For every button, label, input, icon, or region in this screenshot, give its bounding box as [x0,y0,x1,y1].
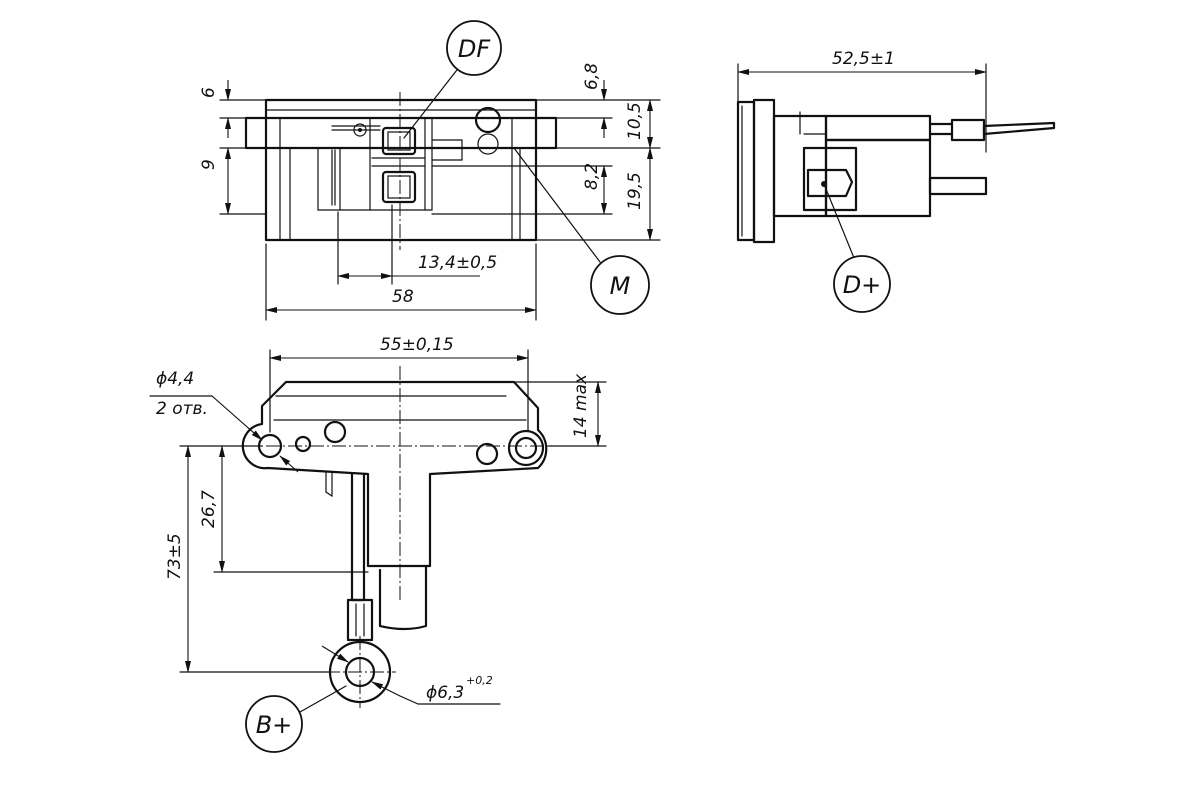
dim-terminal-tolerance: +0,2 [466,674,493,687]
dim-6-8: 6,8 [582,63,602,90]
callout-d-plus-bubble [833,255,891,313]
dim-26-7: 26,7 [199,490,219,528]
bottom-view [241,366,560,708]
callout-m-bubble [590,255,650,315]
dim-6: 6 [199,87,219,98]
callout-df: DF [458,35,491,63]
dim-9: 9 [199,159,219,170]
dim-10-5: 10,5 [625,102,645,140]
dim-52-5: 52,5±1 [832,49,895,69]
front-view-dimensions [225,80,661,321]
callout-b-plus: B+ [256,711,293,739]
bottom-view-dimensions [149,349,607,705]
dim-73: 73±5 [165,533,185,580]
callout-d-plus: D+ [843,271,882,299]
front-view [219,92,558,250]
callout-df-bubble [446,20,502,76]
dim-hole-diameter: ϕ4,4 [156,369,194,389]
callout-m: M [610,272,631,300]
dim-19-5: 19,5 [625,172,645,210]
dim-55: 55±0,15 [380,335,454,355]
dim-14-max: 14 max [571,373,591,438]
dim-terminal-diameter: ϕ6,3 [426,683,464,703]
callout-b-plus-bubble [245,695,303,753]
dim-8-2: 8,2 [582,163,602,190]
dim-58: 58 [392,287,414,307]
dim-hole-count: 2 отв. [156,399,208,419]
side-view [736,63,1056,244]
dim-13-4: 13,4±0,5 [418,253,497,273]
